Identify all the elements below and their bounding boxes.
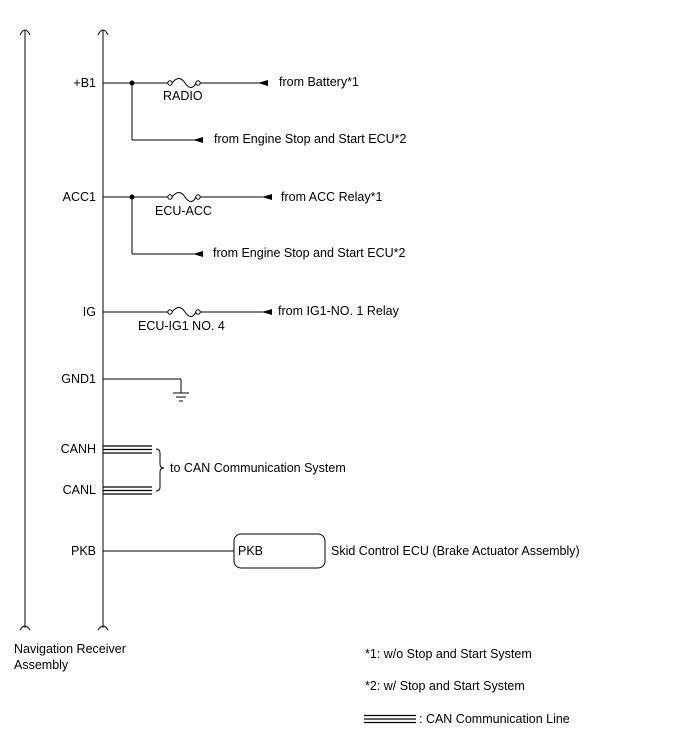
fuse-label-radio: RADIO: [163, 89, 203, 103]
fuse-radio-symbol: [171, 78, 197, 88]
skid-connector-pin-label: PKB: [238, 544, 263, 558]
pin-label-canh: CANH: [61, 442, 96, 456]
arrow-icon: [262, 194, 272, 200]
fuse-ecu-ig1-right-terminal: [195, 309, 201, 315]
fuse-radio-right-terminal: [195, 80, 201, 86]
fuse-radio-left-terminal: [167, 80, 173, 86]
arrow-icon: [193, 251, 203, 257]
pin-label-ig: IG: [83, 305, 96, 319]
pin-label-gnd1: GND1: [61, 372, 96, 386]
skid-control-ecu-label: Skid Control ECU (Brake Actuator Assembl…: [331, 544, 580, 558]
fuse-label-ecu-acc: ECU-ACC: [155, 204, 212, 218]
can-circuits: [103, 445, 165, 495]
source-engine-ecu-1: from Engine Stop and Start ECU*2: [214, 132, 407, 146]
can-brace: [155, 448, 165, 492]
pin-label-b1: +B1: [73, 76, 96, 90]
source-acc-relay: from ACC Relay*1: [281, 190, 382, 204]
source-engine-ecu-2: from Engine Stop and Start ECU*2: [213, 246, 406, 260]
receiver-name-line2: Assembly: [14, 658, 69, 672]
pin-label-pkb: PKB: [71, 544, 96, 558]
fuse-ecu-acc-right-terminal: [195, 194, 201, 200]
note-2: *2: w/ Stop and Start System: [365, 679, 525, 693]
arrow-icon: [258, 80, 268, 86]
can-line-legend-symbol: [364, 714, 416, 724]
can-line-legend-label: : CAN Communication Line: [419, 712, 570, 726]
source-battery: from Battery*1: [279, 75, 359, 89]
fuse-ecu-ig1-left-terminal: [167, 309, 173, 315]
acc1-circuit: [103, 192, 272, 257]
gnd1-circuit: [103, 378, 189, 402]
skid-control-connector-box: [233, 533, 326, 569]
fuse-ecu-ig1-symbol: [171, 307, 197, 317]
pin-label-acc1: ACC1: [63, 190, 96, 204]
note-1: *1: w/o Stop and Start System: [365, 647, 532, 661]
source-ig1-relay: from IG1-NO. 1 Relay: [278, 304, 400, 318]
receiver-body: [19, 29, 109, 631]
can-system-label: to CAN Communication System: [170, 461, 346, 475]
arrow-icon: [262, 309, 272, 315]
b1-circuit: [103, 78, 268, 143]
pkb-circuit: [103, 533, 326, 569]
receiver-name-line1: Navigation Receiver: [14, 642, 126, 656]
fuse-ecu-acc-left-terminal: [167, 194, 173, 200]
ig-circuit: [103, 307, 272, 317]
arrow-icon: [193, 137, 203, 143]
pin-label-canl: CANL: [63, 483, 96, 497]
fuse-ecu-acc-symbol: [171, 192, 197, 202]
fuse-label-ecu-ig1: ECU-IG1 NO. 4: [138, 319, 225, 333]
